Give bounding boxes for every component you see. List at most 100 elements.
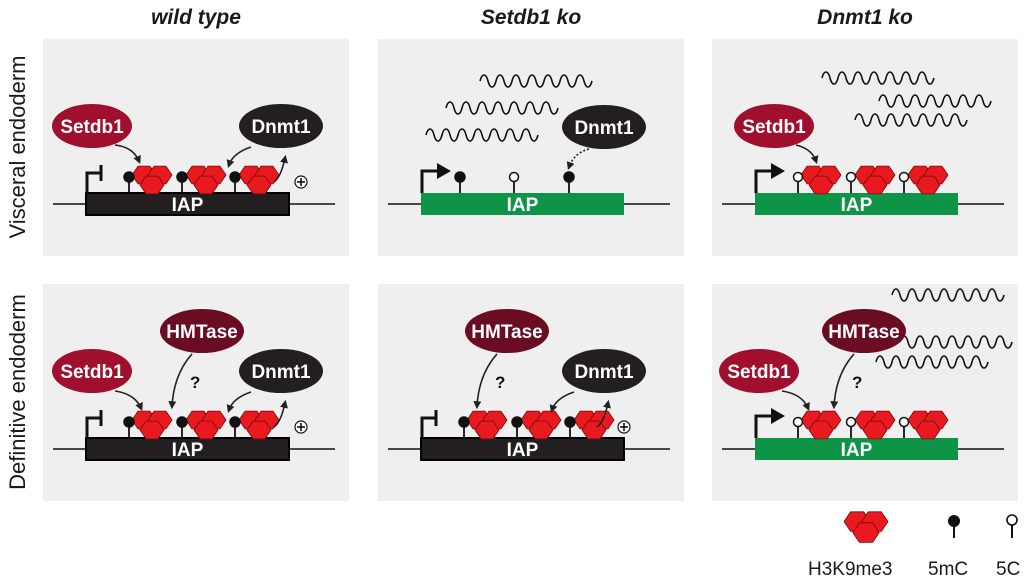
- transcript-wave: [899, 335, 1013, 349]
- h3k9me3-hexagon: [808, 420, 834, 440]
- 5c-icon: [1006, 514, 1018, 538]
- h3k9me3-hexagon: [246, 420, 272, 440]
- positive-feedback-icon: [617, 420, 631, 434]
- arrow: [830, 353, 855, 410]
- hmtase-enzyme: HMTase: [465, 309, 549, 353]
- h3k9me3-cluster: [131, 165, 173, 195]
- legend-label-5mc: 5mC: [928, 559, 969, 580]
- transcript-wave: [425, 128, 539, 142]
- dnmt1-enzyme-shape: [239, 104, 323, 148]
- setdb1-enzyme-shape: [52, 104, 132, 148]
- iap-label: IAP: [841, 195, 873, 216]
- 5mc-mark: [123, 171, 135, 193]
- arrow: [549, 391, 575, 414]
- transcript-wave: [854, 113, 968, 127]
- hmtase-enzyme-label: HMTase: [471, 322, 542, 343]
- transcript-wave: [875, 355, 989, 369]
- arrow: [114, 390, 143, 411]
- h3k9me3-cluster: [238, 410, 280, 440]
- h3k9me3-hexagon: [474, 420, 500, 440]
- hmtase-enzyme: HMTase: [160, 309, 244, 353]
- h3k9me3-cluster: [843, 511, 889, 543]
- 5mc-icon: [948, 515, 960, 538]
- h3k9me3-hexagon: [193, 175, 219, 195]
- h3k9me3-hexagon: [139, 420, 165, 440]
- arrow: [273, 154, 288, 183]
- promoter-active-arrow: [754, 414, 773, 438]
- arrow: [273, 399, 288, 428]
- arrow: [114, 144, 141, 164]
- 5c-mark: [792, 171, 804, 193]
- iap-element-silenced: [85, 437, 290, 461]
- panel-visceral-dnmt1-ko: IAP Setdb1: [712, 39, 1018, 256]
- setdb1-enzyme: Setdb1: [52, 104, 132, 148]
- dnmt1-enzyme-shape: [562, 349, 646, 393]
- transcript-wave: [891, 288, 1005, 302]
- arrow: [795, 144, 819, 165]
- arrow: [566, 148, 590, 171]
- h3k9me3-cluster: [185, 165, 227, 195]
- transcript-wave: [821, 71, 935, 85]
- arrow: [596, 399, 611, 428]
- 5mc-mark: [176, 416, 188, 438]
- promoter-active-arrow: [754, 169, 773, 193]
- dnmt1-enzyme-label: Dnmt1: [251, 117, 311, 138]
- 5c-mark: [898, 171, 910, 193]
- dnmt1-enzyme: Dnmt1: [239, 349, 323, 393]
- 5c-mark: [845, 171, 857, 193]
- column-title-setdb1-ko: Setdb1 ko: [480, 6, 582, 29]
- h3k9me3-hexagon: [862, 175, 888, 195]
- setdb1-enzyme-label: Setdb1: [742, 117, 806, 138]
- h3k9me3-hexagon: [852, 522, 880, 543]
- legend-symbols: [843, 511, 1018, 543]
- h3k9me3-cluster: [907, 410, 949, 440]
- 5mc-mark: [564, 416, 576, 438]
- iap-label: IAP: [172, 440, 204, 461]
- 5mc-mark: [511, 416, 523, 438]
- 5mc-mark: [454, 171, 466, 193]
- h3k9me3-cluster: [907, 165, 949, 195]
- setdb1-enzyme-label: Setdb1: [60, 362, 124, 383]
- 5mc-mark: [176, 171, 188, 193]
- 5c-mark: [508, 171, 520, 193]
- iap-element-active: [755, 438, 958, 460]
- arrow: [473, 353, 498, 410]
- hmtase-enzyme-label: HMTase: [828, 322, 899, 343]
- question-mark: ?: [495, 373, 505, 392]
- 5mc-mark: [458, 416, 470, 438]
- iap-element-silenced: [420, 437, 625, 461]
- promoter-blocked: [420, 416, 436, 438]
- promoter-active-arrow: [420, 169, 439, 193]
- h3k9me3-hexagon: [581, 420, 607, 440]
- positive-feedback-icon: [294, 420, 308, 434]
- iap-element-active: [755, 193, 958, 215]
- hmtase-enzyme-shape: [160, 309, 244, 353]
- iap-element-active: [421, 193, 624, 215]
- row-label-visceral-endoderm: Visceral endoderm: [5, 55, 30, 239]
- dnmt1-enzyme: Dnmt1: [562, 349, 646, 393]
- h3k9me3-hexagon: [862, 420, 888, 440]
- positive-feedback-icon: [294, 175, 308, 189]
- promoter-arrowhead-icon: [437, 163, 451, 179]
- h3k9me3-cluster: [466, 410, 508, 440]
- h3k9me3-cluster: [854, 410, 896, 440]
- 5mc-mark: [229, 171, 241, 193]
- column-title-wild-type: wild type: [151, 6, 241, 29]
- h3k9me3-hexagon: [915, 420, 941, 440]
- transcript-wave: [479, 74, 593, 88]
- transcript-wave: [445, 101, 559, 115]
- hmtase-enzyme-label: HMTase: [166, 322, 237, 343]
- row-label-definitive-endoderm: Definitive endoderm: [5, 294, 30, 490]
- setdb1-enzyme: Setdb1: [734, 104, 814, 148]
- 5c-mark: [898, 416, 910, 438]
- arrow: [168, 353, 193, 410]
- dnmt1-enzyme-shape: [239, 349, 323, 393]
- h3k9me3-cluster: [131, 410, 173, 440]
- dnmt1-enzyme: Dnmt1: [239, 104, 323, 148]
- 5mc-mark: [563, 171, 575, 193]
- hmtase-enzyme-shape: [822, 309, 906, 353]
- promoter-blocked: [85, 171, 101, 193]
